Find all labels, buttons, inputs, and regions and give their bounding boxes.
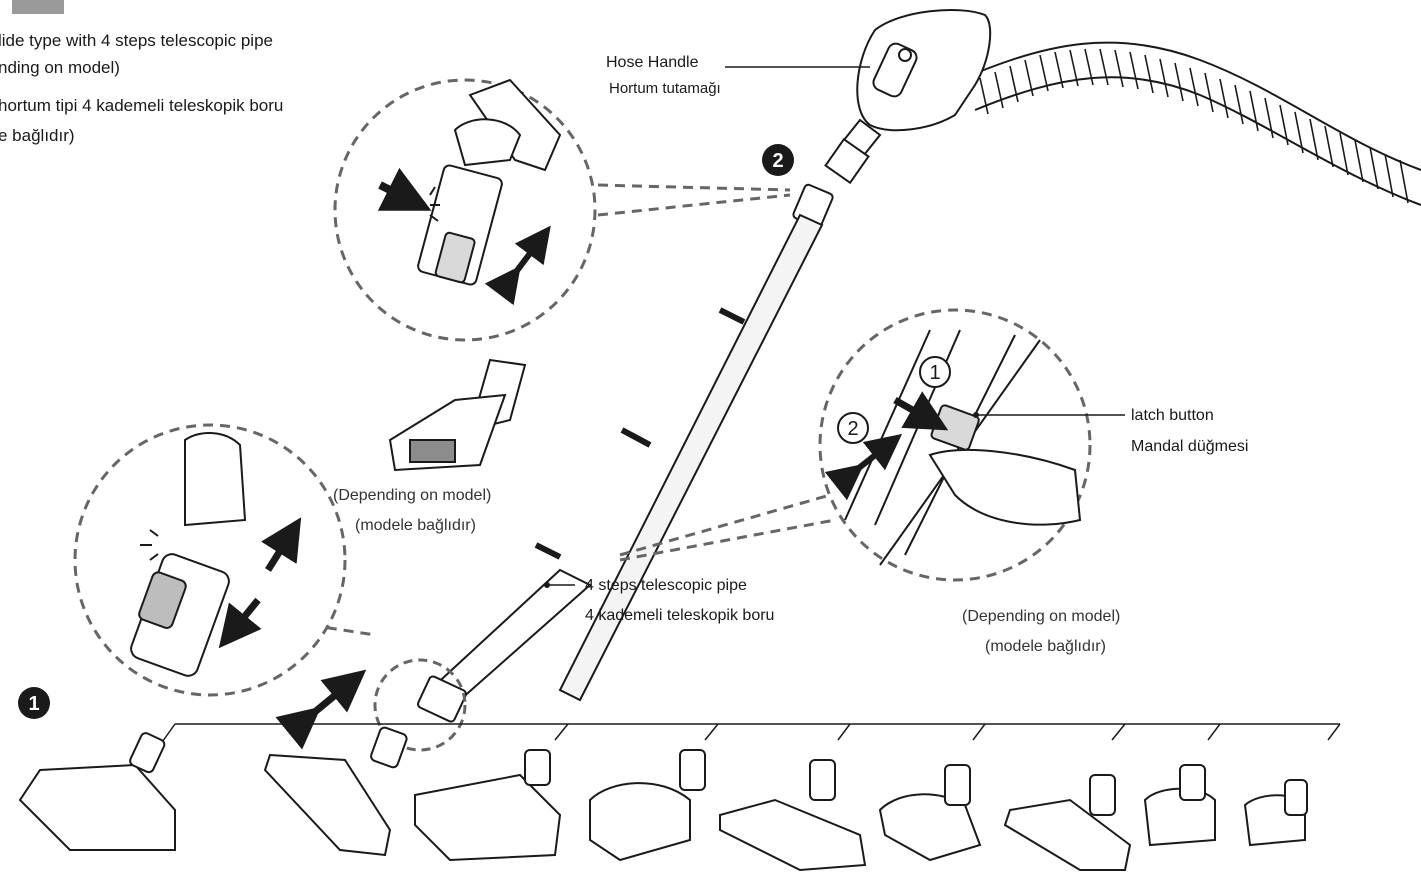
nozzle-4 [589, 749, 706, 862]
detail-marker-two-label: 2 [847, 418, 858, 440]
step-marker-one [18, 687, 50, 719]
nozzle-7 [1003, 774, 1132, 871]
nozzle-1 [18, 732, 176, 851]
intro-line-3: hortum tipi 4 kademeli teleskopik boru [0, 96, 284, 115]
detail-circle-top [333, 78, 597, 342]
latch-note-tr: (modele bağlıdır) [985, 638, 1106, 655]
telescopic-pipe-drawing [417, 183, 834, 723]
latch-button-label-tr: Mandal düğmesi [1131, 438, 1249, 455]
nozzle-2 [263, 726, 408, 857]
attach-arrow [275, 669, 367, 750]
joint-highlight [373, 658, 467, 752]
detail-marker-one-label: 1 [929, 362, 940, 384]
hose-handle-drawing [824, 9, 992, 185]
step-marker-one-label: 1 [28, 693, 39, 715]
crevice-tool-drawing [388, 358, 527, 472]
intro-line-2: nding on model) [0, 58, 120, 77]
hose-handle-label: Hose Handle [606, 54, 699, 71]
section-tab [12, 0, 64, 14]
telescopic-pipe-label-tr: 4 kademeli teleskopik boru [585, 607, 775, 624]
nozzle-5 [719, 759, 867, 872]
nozzle-8 [1143, 764, 1216, 847]
flexible-hose [959, 41, 1421, 206]
telescopic-pipe-label: 4 steps telescopic pipe [585, 577, 747, 594]
intro-line-4: e bağlıdır) [0, 126, 75, 145]
nozzle-baseline [159, 723, 1341, 746]
detail-marker-two [837, 412, 869, 444]
step-marker-two [762, 144, 794, 176]
crevice-note-tr: (modele bağlıdır) [355, 517, 476, 534]
step-marker-two-label: 2 [772, 150, 783, 172]
nozzle-9 [1243, 779, 1308, 847]
detail-circle-right [818, 308, 1092, 582]
detail-marker-one [919, 356, 951, 388]
dashed-leaders [309, 183, 836, 637]
crevice-note-en: (Depending on model) [333, 487, 492, 504]
hose-handle-label-tr: Hortum tutamağı [609, 80, 721, 97]
intro-line-1: lide type with 4 steps telescopic pipe [0, 31, 273, 50]
latch-button-label: latch button [1131, 407, 1214, 424]
latch-note-en: (Depending on model) [962, 608, 1121, 625]
detail-circle-left [73, 423, 347, 697]
nozzle-6 [878, 764, 982, 862]
nozzle-3 [414, 749, 562, 862]
